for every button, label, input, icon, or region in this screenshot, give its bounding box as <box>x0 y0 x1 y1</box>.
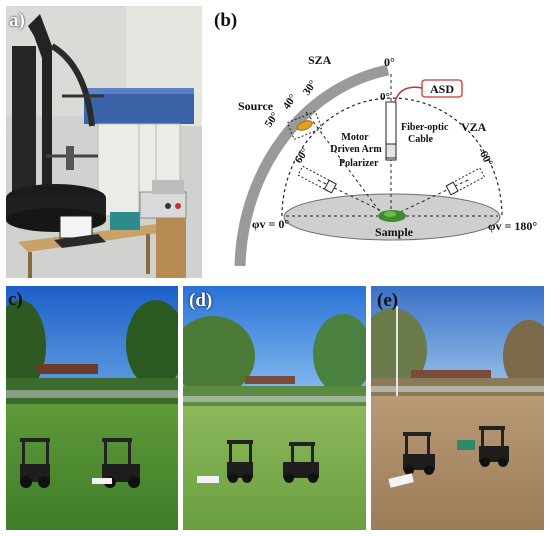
zero-top-label: 0° <box>384 55 395 69</box>
vza-label: VZA <box>461 120 487 134</box>
panel-label-d: (d) <box>189 290 213 311</box>
lab-photo-illustration <box>6 6 202 278</box>
photo-panel-a: a) <box>6 6 202 278</box>
field-photo-c-illustration <box>6 286 178 530</box>
sample-label: Sample <box>375 225 414 239</box>
photo-panel-c: c) <box>6 286 178 530</box>
angle-40-label: 40° <box>281 92 300 112</box>
angle-50-label: 50° <box>263 110 282 130</box>
panel-label-b: (b) <box>214 10 237 31</box>
zero-inner-label: 0° <box>380 91 390 103</box>
angle-60-right-label: -60° <box>475 146 495 168</box>
vza-arc <box>281 97 503 217</box>
sza-label: SZA <box>308 53 332 67</box>
panel-label-c: c) <box>8 289 23 310</box>
fiber-label-line2: Cable <box>408 134 434 145</box>
motor-label-line2: Driven Arm <box>330 144 382 155</box>
source-label: Source <box>238 99 274 113</box>
asd-label: ASD <box>430 82 454 96</box>
field-photo-e-illustration <box>371 286 544 530</box>
photo-panel-e: (e) <box>371 286 544 530</box>
sza-arc <box>234 64 390 267</box>
diagram-panel-b: ASD (b) SZA 0° 0° 30° 40° 50° 60° -60° S… <box>210 4 550 276</box>
phi-left-label: φv = 0° <box>252 217 289 231</box>
asd-box <box>421 79 463 98</box>
fiber-label-line1: Fiber-optic <box>401 122 449 133</box>
panel-label-e: (e) <box>377 290 399 311</box>
goniometer-diagram: ASD (b) SZA 0° 0° 30° 40° 50° 60° -60° S… <box>214 10 537 267</box>
polarizer-label: Polarizer <box>339 158 379 169</box>
motor-label-line1: Motor <box>341 132 369 143</box>
phi-right-label: φv = 180° <box>488 219 537 233</box>
field-photo-d-illustration <box>183 286 366 530</box>
source-lamp <box>296 120 313 131</box>
angle-30-label: 30° <box>301 78 320 98</box>
panel-label-a: a) <box>9 10 25 31</box>
angle-60-left-label: 60° <box>293 146 312 166</box>
photo-panel-d: (d) <box>183 286 366 530</box>
